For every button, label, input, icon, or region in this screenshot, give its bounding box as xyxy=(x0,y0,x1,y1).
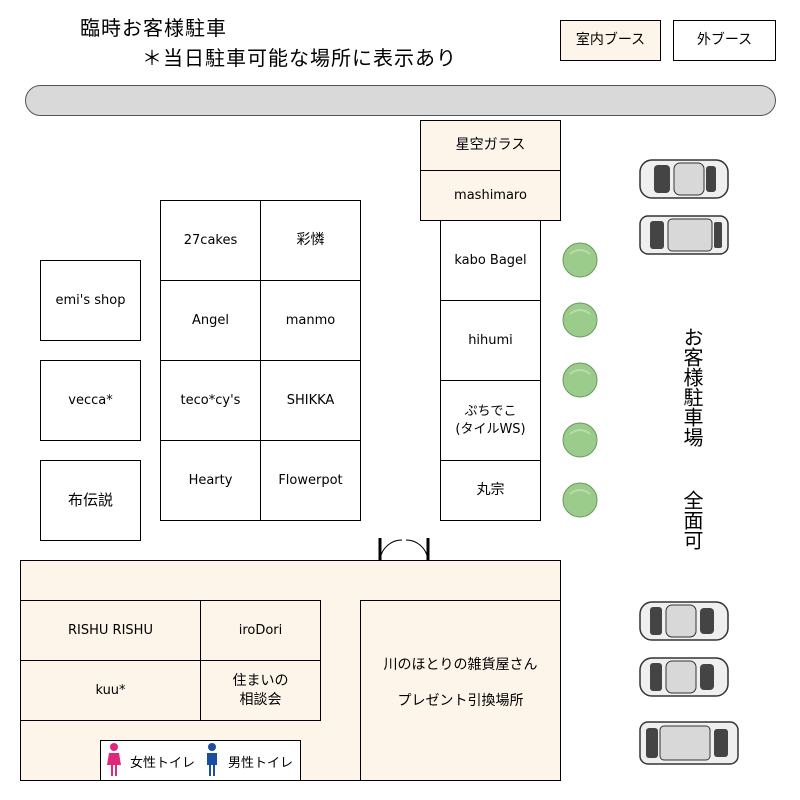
booth-marusou[interactable]: 丸宗 xyxy=(440,460,541,521)
road xyxy=(25,85,776,116)
car-icon xyxy=(639,721,739,765)
tree-icon xyxy=(562,242,598,518)
page-title: 臨時お客様駐車 xyxy=(80,16,227,40)
male-toilet-icon xyxy=(207,743,217,776)
car-icon xyxy=(639,215,729,255)
booth-puchideco[interactable]: ぷちでこ (タイルWS) xyxy=(440,380,541,461)
female-toilet-icon xyxy=(107,743,121,776)
booth-zakka-present[interactable] xyxy=(360,600,561,781)
booth-27cakes[interactable]: 27cakes xyxy=(160,200,261,281)
booth-flowerpot[interactable]: Flowerpot xyxy=(260,440,361,521)
booth-kabo-bagel[interactable]: kabo Bagel xyxy=(440,220,541,301)
car-icon xyxy=(639,601,729,641)
booth-vecca[interactable]: vecca* xyxy=(40,360,141,441)
booth-hihumi[interactable]: hihumi xyxy=(440,300,541,381)
booth-shikka[interactable]: SHIKKA xyxy=(260,360,361,441)
zakka-label: 川のほとりの雑貨屋さん xyxy=(383,657,538,673)
booth-rishu-rishu[interactable]: RISHU RISHU xyxy=(20,600,201,661)
booth-sairen[interactable]: 彩憐 xyxy=(260,200,361,281)
female-toilet-label: 女性トイレ xyxy=(130,756,196,771)
present-label: プレゼント引換場所 xyxy=(397,693,524,709)
booth-angel[interactable]: Angel xyxy=(160,280,261,361)
booth-emis-shop[interactable]: emi's shop xyxy=(40,260,141,341)
car-icon xyxy=(639,657,729,697)
parking-label: お客様駐車場 xyxy=(680,327,704,447)
male-toilet-label: 男性トイレ xyxy=(228,756,294,771)
car-icon xyxy=(639,159,729,199)
booth-nuno-densetsu[interactable]: 布伝説 xyxy=(40,460,141,541)
booth-irodori[interactable]: iroDori xyxy=(200,600,321,661)
booth-sumai-soudankai[interactable]: 住まいの 相談会 xyxy=(200,660,321,721)
booth-mashimaro[interactable]: mashimaro xyxy=(420,170,561,221)
parking-status: 全面可 xyxy=(680,490,704,550)
booth-kuu[interactable]: kuu* xyxy=(20,660,201,721)
booth-tecocys[interactable]: teco*cy's xyxy=(160,360,261,441)
toilet-area xyxy=(100,740,301,781)
booth-hoshizora-glass[interactable]: 星空ガラス xyxy=(420,120,561,171)
booth-manmo[interactable]: manmo xyxy=(260,280,361,361)
legend-indoor: 室内ブース xyxy=(560,20,661,61)
page-subtitle: ＊当日駐車可能な場所に表示あり xyxy=(142,46,457,70)
booth-hearty[interactable]: Hearty xyxy=(160,440,261,521)
legend-outdoor: 外ブース xyxy=(673,20,776,61)
